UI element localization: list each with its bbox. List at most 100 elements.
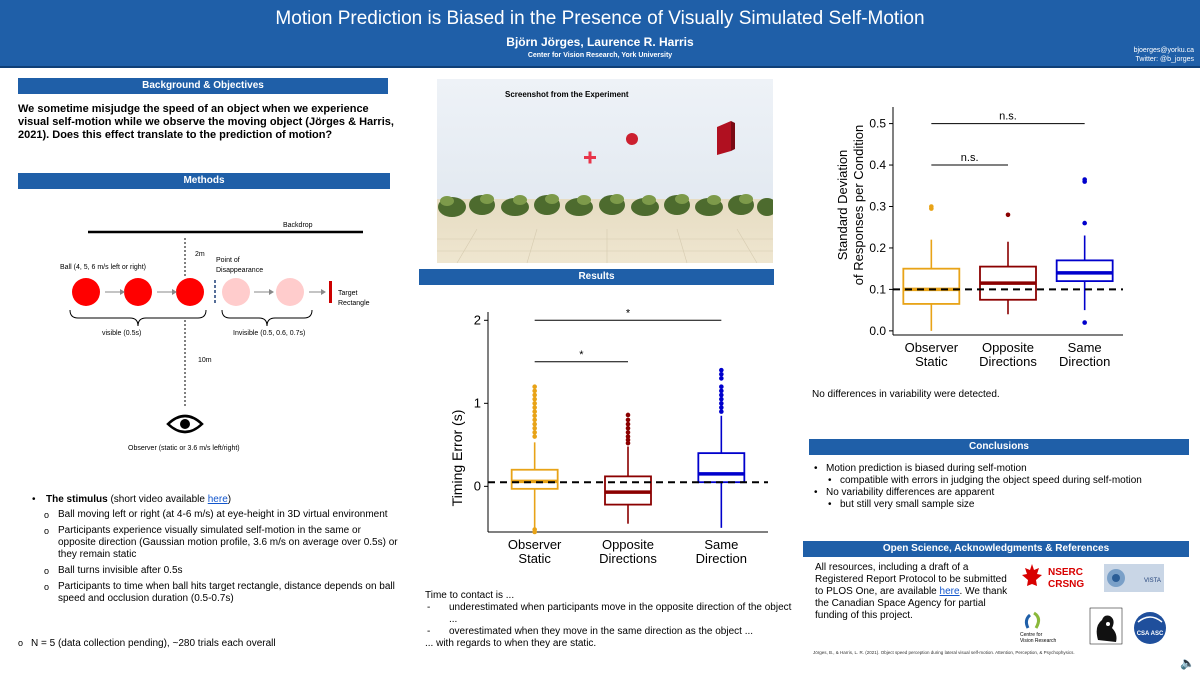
observer-label: Observer (static or 3.6 m/s left/right) <box>128 445 240 452</box>
svg-text:Centre for: Centre for <box>1020 632 1043 638</box>
ball-invisible-1 <box>222 278 250 306</box>
svg-text:CSA ASC: CSA ASC <box>1137 631 1164 637</box>
target-rectangle <box>329 281 332 303</box>
target-label-2: Rectangle <box>338 300 370 307</box>
ball-invisible-2 <box>276 278 304 306</box>
outlier-point <box>929 204 934 209</box>
svg-text:NSERC: NSERC <box>1048 567 1083 578</box>
video-link[interactable]: here <box>207 494 228 505</box>
poster-authors: Björn Jörges, Laurence R. Harris <box>506 35 694 49</box>
outlier-point <box>1005 212 1011 218</box>
conclusion-item: No variability differences are apparent <box>812 487 1192 499</box>
backdrop-label: Backdrop <box>283 222 313 229</box>
screenshot-caption: Screenshot from the Experiment <box>505 90 629 99</box>
significance-label: n.s. <box>961 152 979 164</box>
outlier-point <box>532 405 537 410</box>
poster-title: Motion Prediction is Biased in the Prese… <box>275 8 925 29</box>
outlier-point <box>719 405 724 410</box>
outlier-point <box>625 425 631 431</box>
outlier-point <box>532 434 537 439</box>
x-tick-label: Same <box>1068 340 1102 355</box>
disappearance-label-1: Point of <box>216 257 240 264</box>
x-tick-label: Opposite <box>602 537 654 552</box>
conclusion-subitem: compatible with errors in judging the ob… <box>812 475 1192 487</box>
box <box>902 267 961 305</box>
outlier-point <box>719 392 724 398</box>
results-item: underestimated when participants move in… <box>425 602 795 626</box>
sd-ylabel-2: of Responses per Condition <box>851 125 866 285</box>
results-lead: Time to contact is ... <box>425 590 515 601</box>
y-tick-label: 0 <box>474 478 481 493</box>
y-tick-label: 0.5 <box>869 117 886 131</box>
outlier-point <box>625 437 631 443</box>
ball-visible-1 <box>72 278 100 306</box>
outlier-point <box>719 384 724 390</box>
y-tick-label: 0.2 <box>869 241 886 255</box>
ball-label: Ball (4, 5, 6 m/s left or right) <box>60 264 146 271</box>
dist-2m-label: 2m <box>195 251 205 258</box>
outlier-point <box>719 409 724 414</box>
y-tick-label: 0.0 <box>869 324 886 338</box>
vista-logo: VISTA <box>1104 564 1164 592</box>
lab-logo <box>1089 607 1123 645</box>
section-results: Results <box>419 269 774 285</box>
results-text: Time to contact is ... underestimated wh… <box>425 590 795 650</box>
ball-target <box>626 133 638 145</box>
x-tick-label: Directions <box>599 551 657 566</box>
contact-info: bjoerges@yorku.ca Twitter: @b_jorges <box>1134 46 1194 64</box>
outlier-point <box>719 396 724 402</box>
outlier-point <box>532 529 537 535</box>
x-tick-label: Opposite <box>982 340 1034 355</box>
results-item: overestimated when they move in the same… <box>425 626 795 638</box>
variability-note: No differences in variability were detec… <box>812 389 1000 400</box>
reference-citation: Jörges, B., & Harris, L. R. (2021). Obje… <box>813 650 1075 655</box>
arrow-4-head <box>321 289 326 295</box>
conclusions-list: Motion prediction is biased during self-… <box>812 463 1192 511</box>
logos-area: NSERC CRSNG VISTA Centre for Vision Rese… <box>1020 564 1166 645</box>
stimulus-heading: The stimulus (short video available here… <box>30 494 400 506</box>
box <box>510 468 559 490</box>
significance-label: * <box>579 349 584 361</box>
brace-invisible <box>221 309 313 327</box>
contact-email: bjoerges@yorku.ca <box>1133 47 1194 54</box>
fixation-cross-v <box>588 151 592 164</box>
outlier-point <box>532 388 537 394</box>
speaker-icon[interactable]: 🔈 <box>1180 656 1195 670</box>
section-open-science: Open Science, Acknowledgments & Referenc… <box>803 541 1189 557</box>
outlier-point <box>625 417 631 423</box>
outlier-point <box>532 392 537 398</box>
outlier-point <box>625 434 631 439</box>
outlier-point <box>625 412 631 418</box>
sd-ylabel-1: Standard Deviation <box>835 150 850 261</box>
significance-label: n.s. <box>999 111 1017 123</box>
outlier-point <box>532 425 537 431</box>
target-rect-3d <box>717 121 731 155</box>
outlier-point <box>532 409 537 414</box>
open-science-text: All resources, including a draft of a Re… <box>815 562 1008 621</box>
significance-label: * <box>626 307 631 319</box>
outlier-point <box>532 413 537 419</box>
outlier-point <box>532 401 537 406</box>
stimulus-list: The stimulus (short video available here… <box>30 494 400 609</box>
outlier-point <box>719 376 724 381</box>
nserc-logo: NSERC CRSNG <box>1022 564 1084 590</box>
resources-link[interactable]: here <box>939 586 960 597</box>
stimulus-item: Participants experience visually simulat… <box>30 525 400 561</box>
timing-error-ylabel: Timing Error (s) <box>449 410 465 507</box>
outlier-point <box>719 401 724 406</box>
ball-visible-3 <box>176 278 204 306</box>
box <box>1055 259 1114 283</box>
box <box>697 452 746 484</box>
arrow-1-head <box>120 289 125 295</box>
x-tick-label: Static <box>915 354 948 369</box>
outlier-point <box>532 417 537 423</box>
section-methods: Methods <box>18 173 390 189</box>
stimulus-item: Participants to time when ball hits targ… <box>30 581 400 605</box>
outlier-point <box>719 371 724 377</box>
y-tick-label: 1 <box>474 395 481 410</box>
outlier-point <box>532 384 537 390</box>
outlier-point <box>625 440 631 446</box>
outlier-point <box>532 421 537 427</box>
poster-affiliation: Center for Vision Research, York Univers… <box>527 52 673 59</box>
